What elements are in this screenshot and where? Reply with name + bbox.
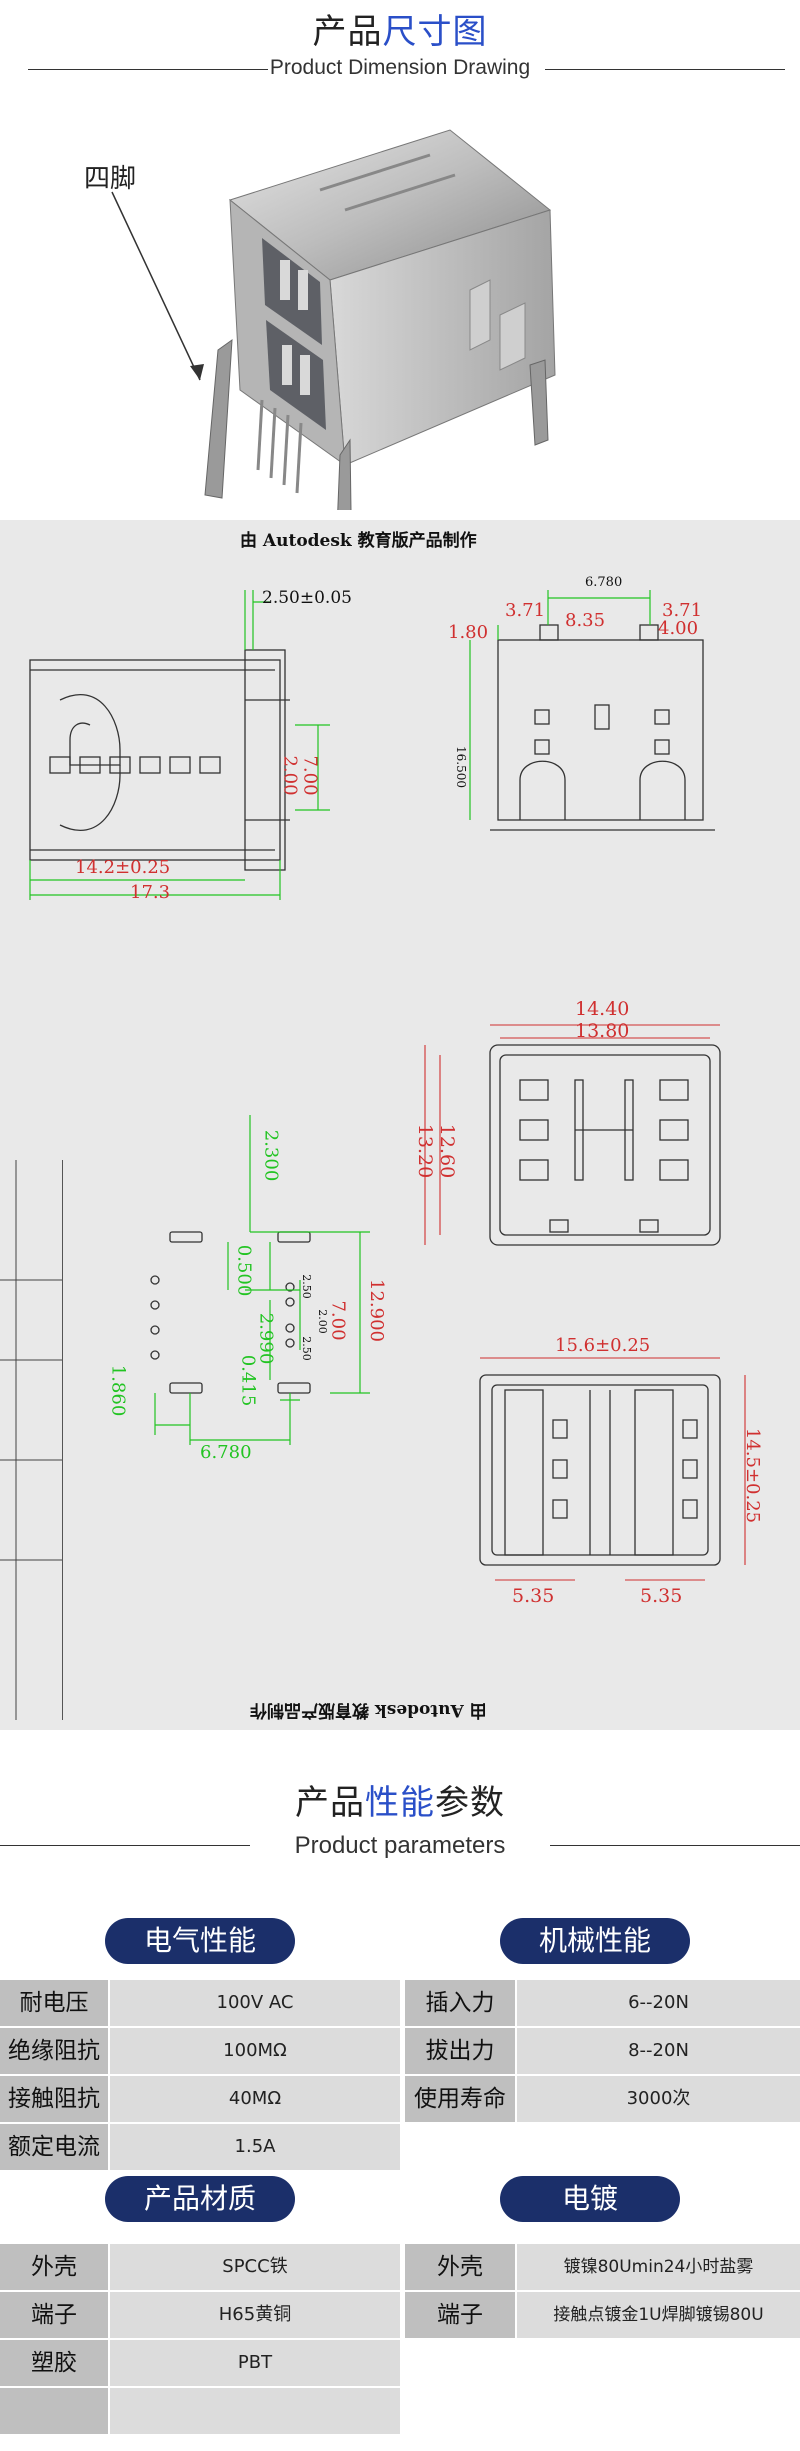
- material-label: [0, 2388, 108, 2434]
- usb-connector-illustration: [111, 129, 556, 583]
- material-row-empty: [0, 2388, 400, 2434]
- dimension-title-blue: 尺寸图: [382, 12, 488, 52]
- pcb-dim-1-860: 1.860: [107, 1364, 129, 1417]
- pcb-dim-2-50a: 2.50: [299, 1274, 313, 1299]
- electrical-row: 耐电压 100V AC: [0, 1980, 400, 2026]
- params-rule-right: [550, 1845, 800, 1846]
- pcb-dim-2-990: 2.990: [255, 1312, 277, 1365]
- dimension-subtitle-row: Product Dimension Drawing: [0, 54, 800, 84]
- bottom-dim-15-6: 15.6±0.25: [555, 1335, 651, 1356]
- params-rule-left: [0, 1845, 250, 1846]
- electrical-label: 耐电压: [0, 1980, 108, 2026]
- subtitle-rule-left: [28, 69, 268, 70]
- plating-row: 外壳 镀镍80Umin24小时盐雾: [405, 2244, 800, 2290]
- electrical-value: 100V AC: [110, 1980, 400, 2026]
- params-title-black2: 参数: [435, 1783, 505, 1823]
- front-dim-4-00: 4.00: [658, 618, 699, 639]
- material-heading: 产品材质: [105, 2176, 295, 2222]
- material-label: 外壳: [0, 2244, 108, 2290]
- bottom-dim-5-35-right: 5.35: [640, 1585, 683, 1607]
- plating-row: 端子 接触点镀金1U焊脚镀锡80U: [405, 2292, 800, 2338]
- bottom-dim-14-5: 14.5±0.25: [742, 1427, 764, 1524]
- pcb-dim-0-415: 0.415: [237, 1354, 259, 1407]
- pcb-dim-2-50b: 2.50: [299, 1336, 313, 1361]
- mechanical-label: 插入力: [405, 1980, 515, 2026]
- front-dim-16-500: 16.500: [454, 746, 468, 788]
- side-dim-7-00: 7.00: [299, 755, 321, 796]
- top-dim-13-80: 13.80: [575, 1020, 630, 1042]
- top-dim-13-20: 13.20: [414, 1123, 437, 1179]
- electrical-value: 40MΩ: [110, 2076, 400, 2122]
- side-dim-17-3: 17.3: [130, 882, 171, 903]
- params-title-black1: 产品: [295, 1783, 365, 1823]
- front-dim-6-780: 6.780: [585, 575, 623, 590]
- drawing-geometry: [29, 590, 746, 1581]
- params-subtitle: Product parameters: [294, 1832, 506, 1859]
- electrical-label: 额定电流: [0, 2124, 108, 2170]
- title-block-lines: [0, 1160, 62, 1720]
- electrical-row: 绝缘阻抗 100MΩ: [0, 2028, 400, 2074]
- callout-label-four-legs: 四脚: [84, 164, 137, 194]
- electrical-value: 100MΩ: [110, 2028, 400, 2074]
- params-subtitle-row: Product parameters: [0, 1830, 800, 1860]
- mechanical-row: 使用寿命 3000次: [405, 2076, 800, 2122]
- front-dim-3-71-right: 3.71: [662, 600, 703, 621]
- material-value: [110, 2388, 400, 2434]
- side-dim-2-00: 2.00: [279, 755, 301, 796]
- plating-value: 接触点镀金1U焊脚镀锡80U: [517, 2292, 800, 2338]
- product-photo: 四脚: [0, 110, 800, 583]
- material-value: SPCC铁: [110, 2244, 400, 2290]
- mechanical-heading: 机械性能: [500, 1918, 690, 1964]
- mechanical-label: 拔出力: [405, 2028, 515, 2074]
- top-dim-14-40: 14.40: [575, 998, 630, 1020]
- top-dim-12-60: 12.60: [436, 1123, 459, 1179]
- material-row: 塑胶 PBT: [0, 2340, 400, 2386]
- material-value: PBT: [110, 2340, 400, 2386]
- electrical-row: 接触阻抗 40MΩ: [0, 2076, 400, 2122]
- material-value: H65黄铜: [110, 2292, 400, 2338]
- mechanical-value: 8--20N: [517, 2028, 800, 2074]
- dimension-title-black: 产品: [312, 12, 383, 52]
- pcb-dim-7-00: 7.00: [327, 1300, 349, 1341]
- mechanical-value: 6--20N: [517, 1980, 800, 2026]
- plating-label: 外壳: [405, 2244, 515, 2290]
- electrical-heading: 电气性能: [105, 1918, 295, 1964]
- mechanical-row: 插入力 6--20N: [405, 1980, 800, 2026]
- watermark-top: 由 Autodesk 教育版产品制作: [240, 531, 477, 551]
- plating-label: 端子: [405, 2292, 515, 2338]
- bottom-dim-5-35-left: 5.35: [512, 1585, 555, 1607]
- front-dim-8-35: 8.35: [565, 610, 606, 631]
- title-block-strip: [0, 1160, 63, 1720]
- pcb-dim-0-500: 0.500: [233, 1244, 255, 1297]
- pcb-dim-2-300: 2.300: [260, 1129, 282, 1182]
- front-dim-1-80: 1.80: [448, 622, 489, 643]
- material-row: 端子 H65黄铜: [0, 2292, 400, 2338]
- material-label: 端子: [0, 2292, 108, 2338]
- side-dim-14-2: 14.2±0.25: [75, 857, 171, 878]
- dimension-subtitle: Product Dimension Drawing: [269, 56, 531, 79]
- material-label: 塑胶: [0, 2340, 108, 2386]
- pcb-dim-2-00: 2.00: [315, 1309, 329, 1334]
- electrical-label: 接触阻抗: [0, 2076, 108, 2122]
- mechanical-label: 使用寿命: [405, 2076, 515, 2122]
- pcb-dim-6-780: 6.780: [200, 1442, 252, 1463]
- mechanical-value: 3000次: [517, 2076, 800, 2122]
- front-dim-3-71-left: 3.71: [505, 600, 546, 621]
- plating-heading: 电镀: [500, 2176, 680, 2222]
- params-section-title: 产品性能参数: [0, 1775, 800, 1824]
- mechanical-row: 拔出力 8--20N: [405, 2028, 800, 2074]
- dimension-section-title: 产品尺寸图: [0, 4, 800, 53]
- technical-drawing: 由 Autodesk 教育版产品制作 由 Autodesk 教育版产品制作: [0, 520, 800, 1730]
- electrical-row: 额定电流 1.5A: [0, 2124, 400, 2170]
- params-title-blue: 性能: [365, 1783, 435, 1823]
- subtitle-rule-right: [545, 69, 785, 70]
- pcb-dim-12-900: 12.900: [365, 1279, 387, 1342]
- plating-value: 镀镍80Umin24小时盐雾: [517, 2244, 800, 2290]
- electrical-value: 1.5A: [110, 2124, 400, 2170]
- material-row: 外壳 SPCC铁: [0, 2244, 400, 2290]
- side-dim-2-50: 2.50±0.05: [262, 588, 352, 608]
- electrical-label: 绝缘阻抗: [0, 2028, 108, 2074]
